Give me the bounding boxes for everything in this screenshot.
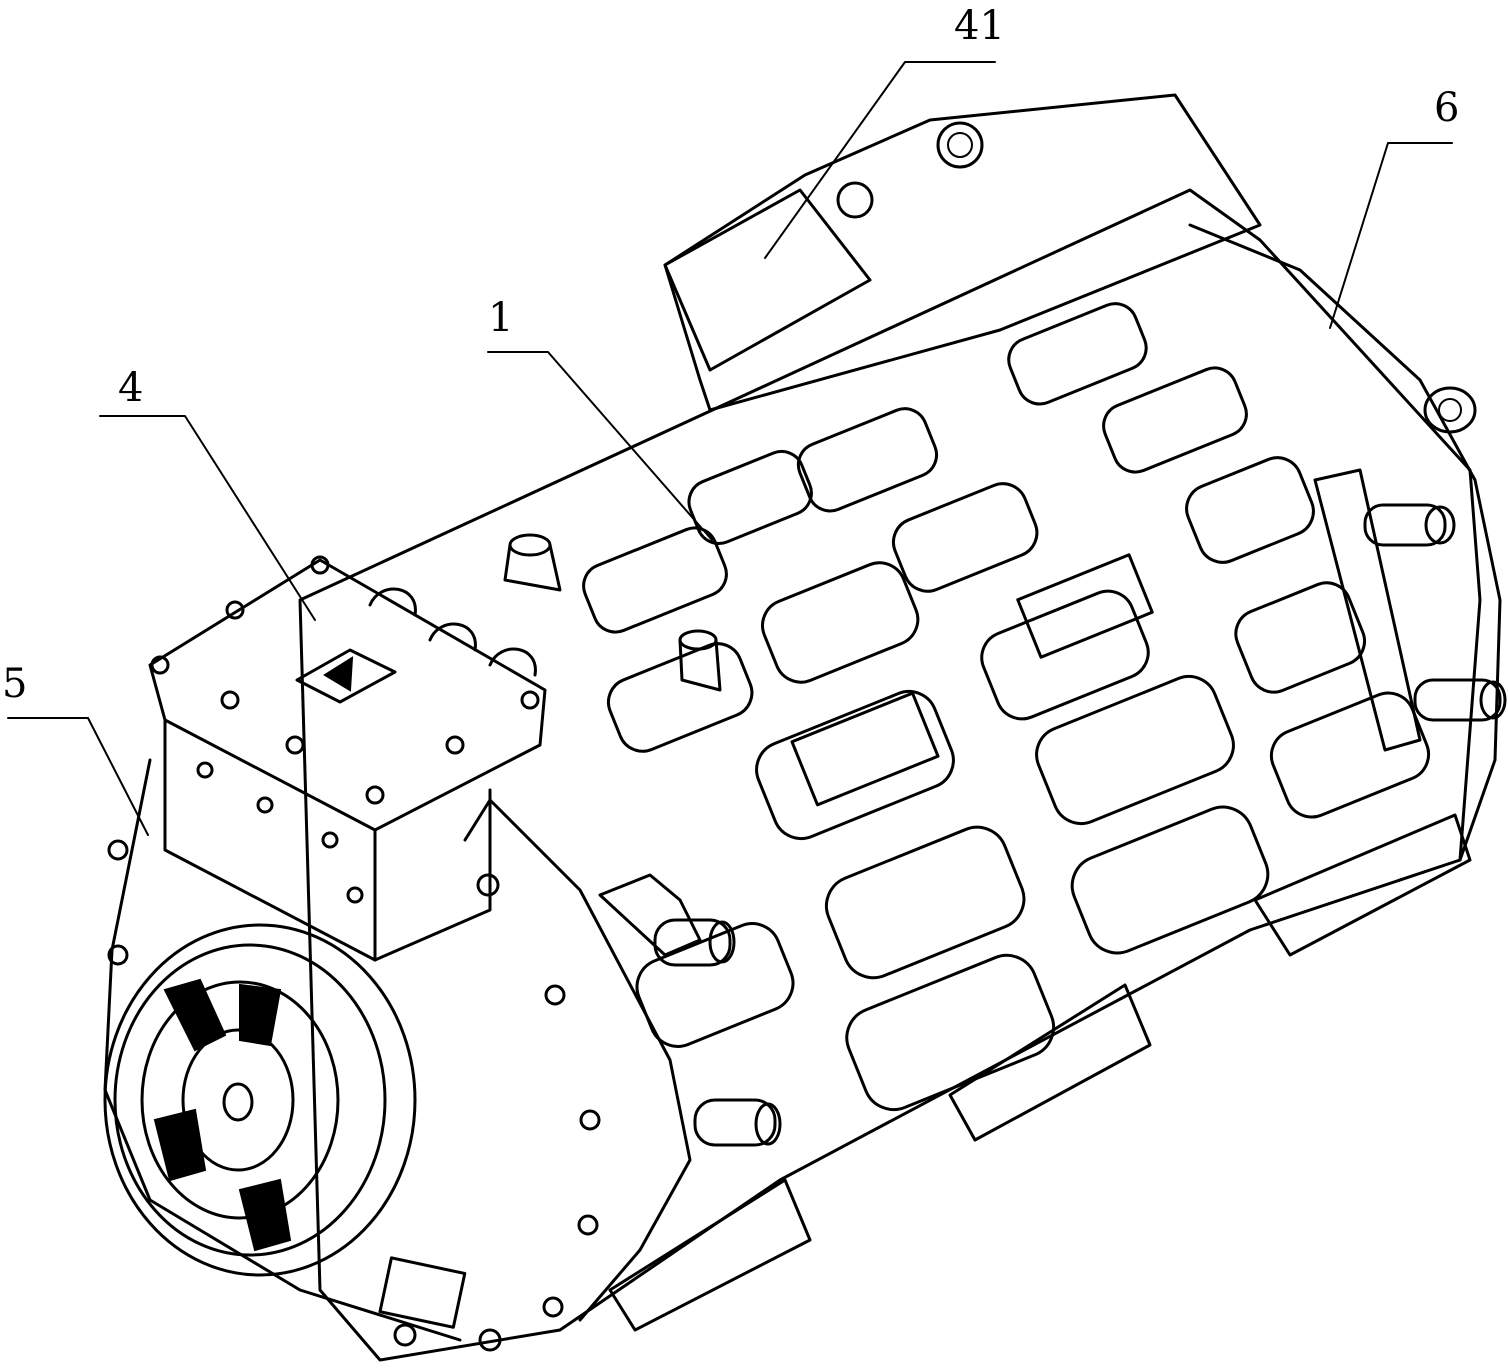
- intermediate-flange: [463, 798, 782, 1322]
- window-plate-upper: [1016, 553, 1154, 659]
- leader-6: [1329, 142, 1453, 329]
- callout-4: 4: [118, 365, 144, 411]
- boss-mid: [678, 629, 718, 651]
- leader-4: [99, 415, 316, 621]
- fitting-rear-upper: [1363, 503, 1447, 547]
- lifting-eye: [1423, 386, 1477, 434]
- boss-top: [508, 533, 552, 557]
- callout-41: 41: [954, 3, 1005, 49]
- fitting-front-upper: [653, 918, 732, 967]
- leader-lines: [7, 61, 1453, 836]
- output-flange-outer: [103, 923, 417, 1277]
- front-end-cover: [103, 758, 502, 1352]
- leader-5: [7, 717, 149, 836]
- fitting-rear-lower: [1413, 678, 1502, 722]
- leader-1: [487, 351, 713, 541]
- shaft-end: [222, 1082, 254, 1122]
- motor-housing: [298, 188, 1482, 1362]
- controller-box: [663, 93, 1262, 412]
- callout-6: 6: [1434, 85, 1460, 131]
- callout-5: 5: [2, 661, 28, 707]
- fitting-front-lower: [693, 1098, 777, 1147]
- warning-label: [295, 648, 397, 704]
- rear-end-cover: [1188, 223, 1507, 957]
- window-plate-lower: [790, 691, 940, 807]
- mounting-feet: [608, 983, 1152, 1332]
- junction-box: [148, 555, 547, 962]
- callout-1: 1: [488, 295, 514, 341]
- housing-pockets: [582, 302, 1431, 1112]
- nameplate: [378, 1256, 467, 1329]
- output-flange-inner: [140, 980, 340, 1220]
- flange-spoke: [163, 978, 227, 1052]
- leader-41: [764, 61, 996, 259]
